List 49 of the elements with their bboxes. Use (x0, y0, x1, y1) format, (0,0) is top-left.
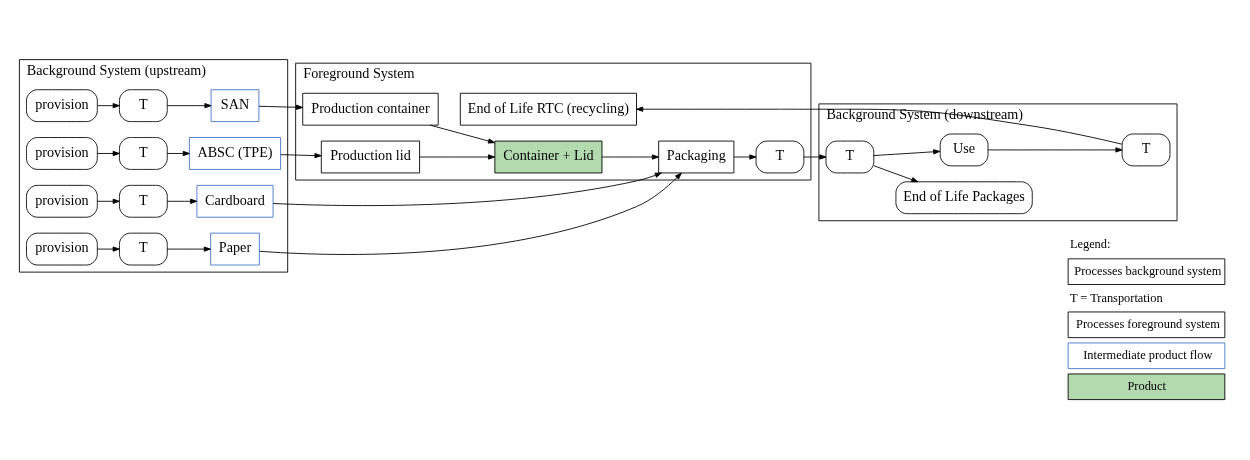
arrow (258, 104, 304, 110)
node-box: T (755, 140, 805, 173)
node-box: Production container (302, 92, 439, 126)
node-box: End of Life RTC (recycling) (459, 92, 637, 126)
arrow (429, 124, 496, 144)
node-box: T (119, 136, 168, 170)
legend-label: Processes foreground system (1076, 316, 1220, 331)
arrow (419, 153, 496, 160)
arrow (803, 153, 827, 160)
node-box: End of Life Packages (895, 180, 1033, 214)
arrow (97, 245, 120, 252)
arrow (601, 153, 659, 160)
node-box: Packaging (658, 140, 735, 173)
arrow (280, 152, 322, 158)
node-box: Container + Lid (494, 140, 603, 173)
node-box: T (119, 232, 168, 265)
arrow (97, 102, 120, 108)
node-box: ABSC (TPE) (188, 136, 282, 170)
arrow (873, 148, 941, 156)
arrow (166, 198, 198, 204)
node-box: T (825, 140, 875, 173)
node-box: provision (26, 232, 98, 265)
legend-label: Product (1127, 378, 1166, 393)
arrow (166, 245, 211, 252)
arrow (97, 198, 120, 204)
node-box: Use (939, 133, 989, 166)
arrow (987, 146, 1123, 153)
legend-label: Intermediate product flow (1083, 347, 1213, 362)
arrow (873, 164, 919, 182)
node-box: SAN (210, 88, 260, 122)
node-box: provision (26, 136, 98, 170)
arrow (166, 102, 212, 108)
node-box: provision (26, 184, 98, 218)
node-box: T (119, 184, 168, 218)
legend-label: Processes background system (1074, 263, 1222, 278)
node-box: T (1121, 133, 1171, 166)
node-box: provision (26, 88, 98, 122)
node-box: Paper (210, 232, 260, 265)
label: T = Transportation (1069, 290, 1163, 305)
arrow (636, 106, 1123, 145)
node-box: Cardboard (196, 184, 274, 218)
node-box: Production lid (320, 140, 421, 173)
node-box: T (119, 88, 168, 122)
arrow (166, 150, 190, 156)
label: Legend: (1069, 236, 1111, 251)
arrow (97, 150, 120, 156)
arrow (733, 153, 757, 160)
arrow (272, 172, 662, 206)
arrow (258, 172, 682, 255)
